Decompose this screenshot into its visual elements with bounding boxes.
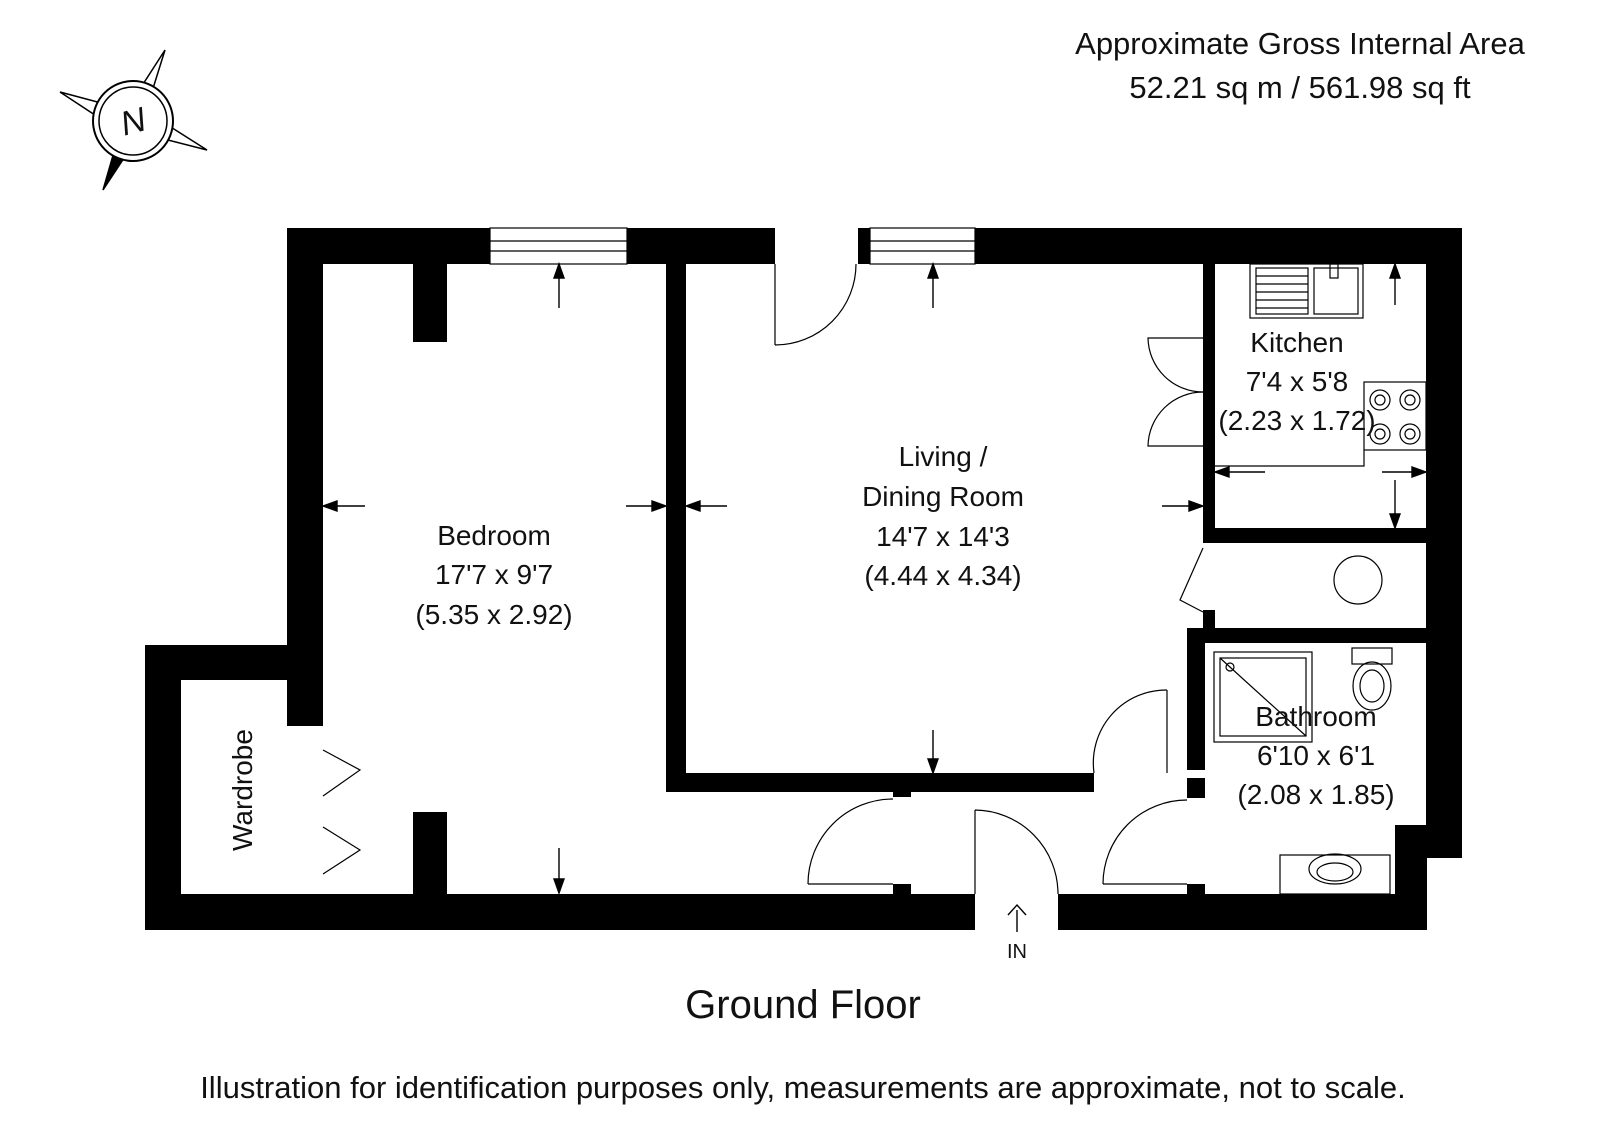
dimension-arrows xyxy=(320,261,1429,932)
entrance-label: IN xyxy=(1007,941,1027,963)
doors xyxy=(322,263,1204,895)
living-imperial: 14'7 x 14'3 xyxy=(876,521,1010,552)
toilet-icon xyxy=(1351,647,1393,665)
kitchen-metric: (2.23 x 1.72) xyxy=(1218,405,1375,436)
shower-icon xyxy=(1213,651,1313,743)
bathroom-name: Bathroom xyxy=(1255,701,1376,732)
water-cylinder-icon xyxy=(1333,555,1383,605)
entry-arrow-icon xyxy=(1007,903,1027,916)
bedroom-name: Bedroom xyxy=(437,520,551,551)
wardrobe-label: Wardrobe xyxy=(227,729,258,851)
kitchen-name: Kitchen xyxy=(1250,327,1343,358)
bedroom-metric: (5.35 x 2.92) xyxy=(415,599,572,630)
walls xyxy=(145,228,1462,930)
kitchen-imperial: 7'4 x 5'8 xyxy=(1246,366,1349,397)
bathroom-metric: (2.08 x 1.85) xyxy=(1237,779,1394,810)
floor-label: Ground Floor xyxy=(685,983,921,1027)
fixtures xyxy=(1213,263,1427,895)
living-name-line1: Living / xyxy=(899,441,988,472)
disclaimer: Illustration for identification purposes… xyxy=(200,1070,1406,1105)
basin-icon xyxy=(1279,854,1391,895)
living-name-line2: Dining Room xyxy=(862,481,1024,512)
area-value: 52.21 sq m / 561.98 sq ft xyxy=(1129,70,1471,105)
bedroom-imperial: 17'7 x 9'7 xyxy=(435,559,553,590)
windows xyxy=(489,227,976,265)
bathroom-imperial: 6'10 x 6'1 xyxy=(1257,740,1375,771)
hob-icon xyxy=(1363,381,1427,451)
living-metric: (4.44 x 4.34) xyxy=(864,560,1021,591)
sink-icon xyxy=(1249,263,1364,319)
area-title: Approximate Gross Internal Area xyxy=(1075,26,1525,61)
compass-north-icon: N xyxy=(59,49,208,191)
